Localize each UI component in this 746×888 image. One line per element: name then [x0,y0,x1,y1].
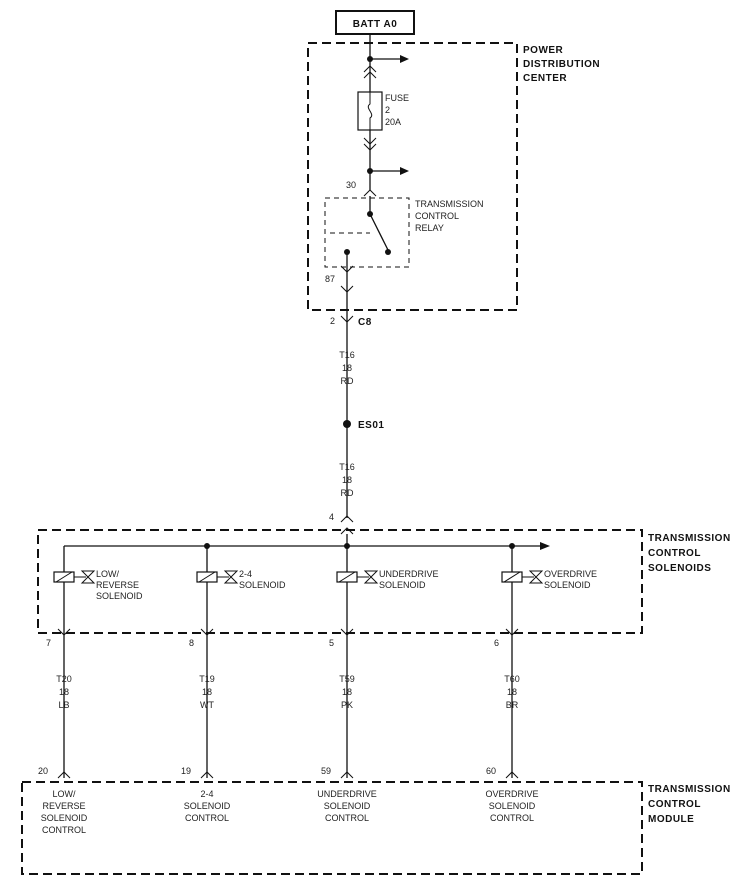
pdc-title-line: CENTER [523,73,567,84]
fuse-text-line: 20A [385,117,401,127]
tcm-label-line: CONTROL [185,813,229,823]
solenoid-label-line: SOLENOID [379,580,426,590]
relay-text-line: CONTROL [415,211,459,221]
solenoid-label-line: SOLENOID [96,591,143,601]
relay-switch-icon [369,213,389,251]
solenoid-block [37,529,643,634]
tcm-title-line: CONTROL [648,799,701,810]
tcm-label-line: SOLENOID [324,801,371,811]
tcm-label-line: SOLENOID [184,801,231,811]
wire-label-line: 18 [59,687,69,697]
fuse-label: FUSE 2 20A [385,93,409,127]
arrow-icon [400,55,409,63]
relay-box [324,197,410,268]
c8-pin: 2 [330,316,335,326]
wire-label-line: 18 [507,687,517,697]
solenoid-columns: LOW/REVERSESOLENOID7T2018LB20LOW/REVERSE… [38,546,597,835]
solenoid-title-line: TRANSMISSION [648,533,731,544]
pin-30: 30 [346,180,356,190]
batt-label: BATT A0 [353,19,398,30]
tcm-pin: 60 [486,766,496,776]
tcm-pin: 19 [181,766,191,776]
batt-box [335,10,415,35]
tcm-pin: 59 [321,766,331,776]
solenoid-label-line: 2-4 [239,569,252,579]
pdc-title: POWER DISTRIBUTION CENTER [523,45,600,84]
wire-label-line: T20 [56,674,72,684]
solenoid-label-line: UNDERDRIVE [379,569,439,579]
tcm-title: TRANSMISSION CONTROL MODULE [648,784,731,825]
wire-top-text-line: T16 [339,350,355,360]
pdc-title-line: POWER [523,45,564,56]
wire-label-line: PK [341,700,353,710]
wire-mid-text-line: T16 [339,462,355,472]
tcm-label-line: UNDERDRIVE [317,789,377,799]
solenoid-label-line: OVERDRIVE [544,569,597,579]
tcm-label-line: CONTROL [42,825,86,835]
wire-top-text-line: RD [341,376,354,386]
solenoid-block-title: TRANSMISSION CONTROL SOLENOIDS [648,533,731,574]
solenoid-column: OVERDRIVESOLENOID6T6018BR60OVERDRIVESOLE… [485,546,597,823]
valve-icon [80,570,96,584]
solenoid-label-line: REVERSE [96,580,139,590]
tcm-box [21,781,643,875]
tcm-pin: 20 [38,766,48,776]
tcm-title-line: MODULE [648,814,694,825]
tcm-label-line: LOW/ [52,789,76,799]
wire-label-line: 18 [342,687,352,697]
solenoid-label-line: LOW/ [96,569,120,579]
relay-label: TRANSMISSION CONTROL RELAY [415,199,484,233]
pdc-box [307,42,518,311]
solenoid-input-pin: 4 [329,512,334,522]
wire-label-line: T19 [199,674,215,684]
relay-text-line: TRANSMISSION [415,199,484,209]
tcm-label-line: SOLENOID [489,801,536,811]
tcm-label-line: SOLENOID [41,813,88,823]
valve-icon [528,570,544,584]
solenoid-out-pin: 8 [189,638,194,648]
tcm-label-line: 2-4 [200,789,213,799]
pin-87: 87 [325,274,335,284]
wire-mid-text-line: 18 [342,475,352,485]
tcm-title-line: TRANSMISSION [648,784,731,795]
valve-icon [363,570,379,584]
arrow-icon [400,167,409,175]
wire-label-line: WT [200,700,214,710]
solenoid-column: LOW/REVERSESOLENOID7T2018LB20LOW/REVERSE… [38,546,143,835]
fuse-text-line: FUSE [385,93,409,103]
solenoid-label-line: SOLENOID [544,580,591,590]
solenoid-column: UNDERDRIVESOLENOID5T5918PK59UNDERDRIVESO… [317,546,439,823]
solenoid-out-pin: 6 [494,638,499,648]
c8-label: C8 [358,317,372,328]
tcm-label-line: REVERSE [42,801,85,811]
wire-label-line: LB [58,700,69,710]
relay-text-line: RELAY [415,223,444,233]
wire-label-line: T60 [504,674,520,684]
tcm-label-line: OVERDRIVE [485,789,538,799]
tcm-label-line: CONTROL [325,813,369,823]
wire-mid-text-line: RD [341,488,354,498]
wire-label-line: BR [506,700,519,710]
solenoid-title-line: CONTROL [648,548,701,559]
solenoid-title-line: SOLENOIDS [648,563,711,574]
wire-label-line: T59 [339,674,355,684]
wire-top-text-line: 18 [342,363,352,373]
splice-es01 [343,420,351,428]
arrow-icon [540,542,550,550]
splice-label: ES01 [358,420,384,431]
tcm-label-line: CONTROL [490,813,534,823]
solenoid-out-pin: 5 [329,638,334,648]
solenoid-label-line: SOLENOID [239,580,286,590]
wire-label-line: 18 [202,687,212,697]
valve-icon [223,570,239,584]
fuse-text-line: 2 [385,105,390,115]
solenoid-out-pin: 7 [46,638,51,648]
pdc-title-line: DISTRIBUTION [523,59,600,70]
